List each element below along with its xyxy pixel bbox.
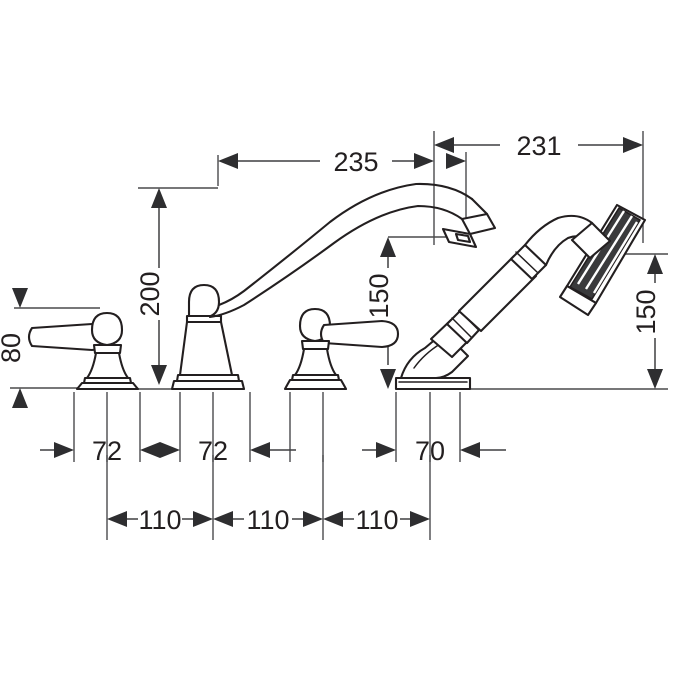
dim-label-72-left: 72 (92, 436, 122, 466)
dimension-150-handshower: 150 (631, 254, 663, 389)
dim-label-235: 235 (333, 147, 378, 177)
dimension-70: 70 (362, 436, 506, 466)
hand-shower (429, 203, 647, 359)
left-lever-handle (27, 311, 140, 391)
dimension-200: 200 (135, 188, 167, 385)
dim-label-110-1: 110 (138, 505, 181, 535)
dim-label-110-3: 110 (355, 505, 398, 535)
dimension-80: 80 (0, 288, 28, 408)
dimension-72-spout: 72 (160, 436, 296, 466)
bottom-extension-lines (73, 392, 461, 540)
dim-label-150-handshower: 150 (631, 289, 661, 334)
dimension-231-inner-tick (446, 153, 466, 169)
dimension-235: 235 (218, 147, 434, 177)
dimension-110-row: 110 110 110 (107, 505, 430, 535)
dimension-150-spout: 150 (364, 237, 396, 389)
dim-label-70: 70 (415, 436, 445, 466)
dim-label-200: 200 (135, 271, 165, 316)
dim-label-231: 231 (516, 131, 561, 161)
dimension-231: 231 (434, 131, 643, 161)
dim-label-72-spout: 72 (198, 436, 228, 466)
dim-label-150-spout: 150 (364, 273, 394, 318)
dimension-72-left: 72 (40, 436, 160, 466)
right-lever-handle (283, 307, 400, 391)
dim-label-110-2: 110 (246, 505, 289, 535)
dim-label-80: 80 (0, 333, 26, 363)
swivel-spout (170, 182, 497, 391)
